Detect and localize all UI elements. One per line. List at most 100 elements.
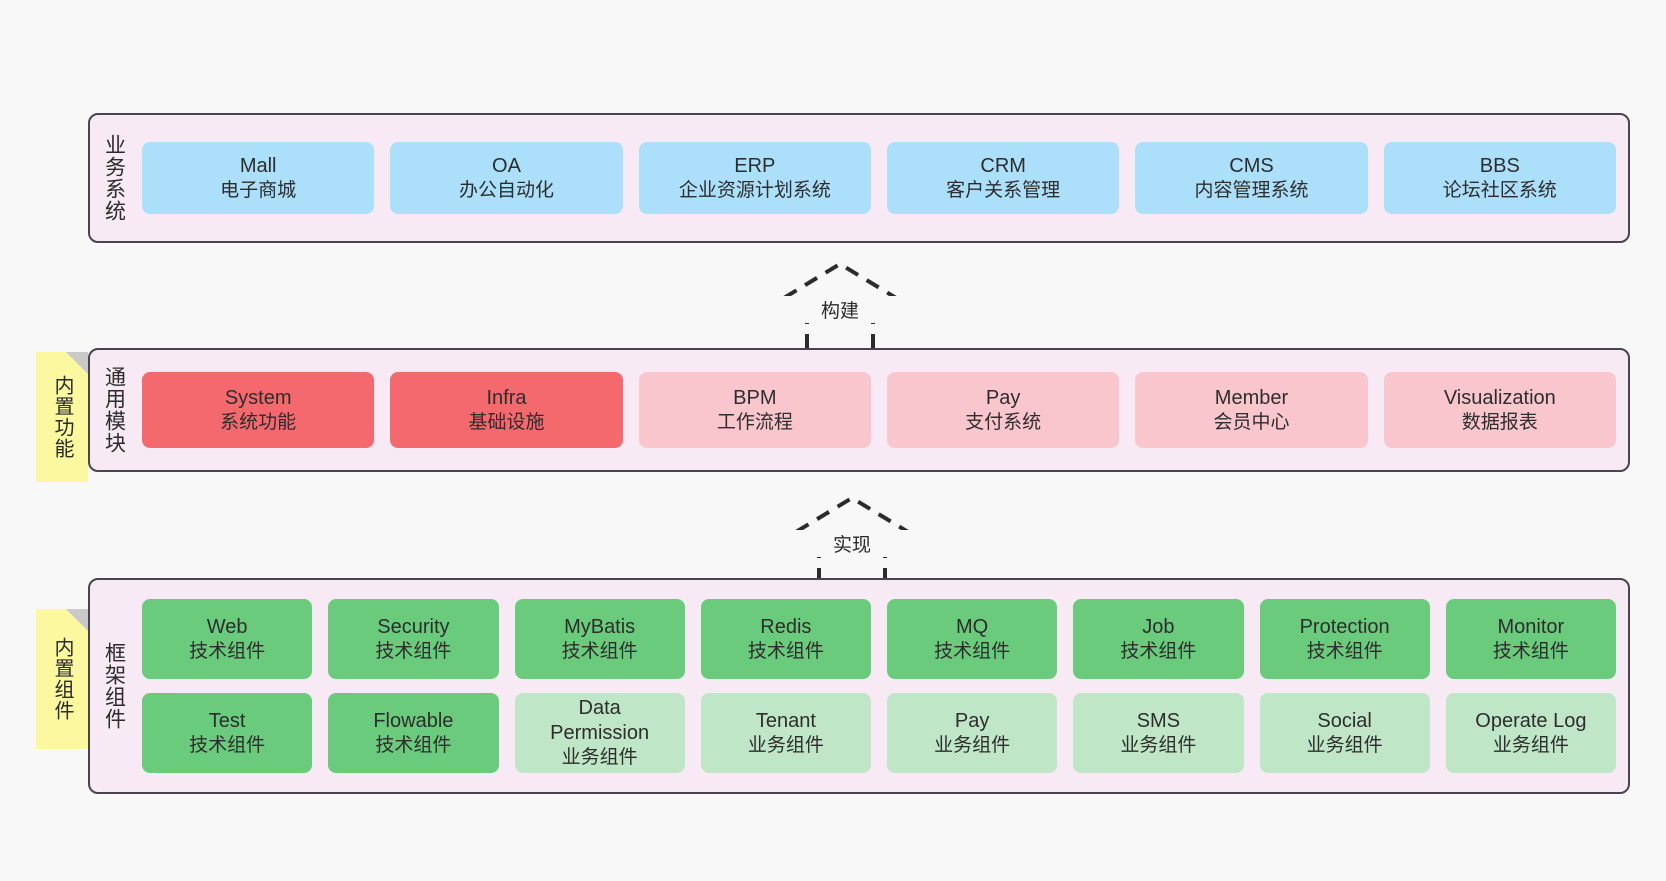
node-title: Member — [1214, 386, 1289, 409]
node-test[interactable]: Test 技术组件 — [142, 693, 313, 773]
node-visualization[interactable]: Visualization 数据报表 — [1383, 372, 1616, 448]
node-subtitle: 业务组件 — [1492, 734, 1569, 756]
node-subtitle: 技术组件 — [1120, 640, 1197, 662]
layer-row: Mall 电子商城 OA 办公自动化 ERP 企业资源计划系统 CRM 客户关系… — [142, 142, 1616, 214]
node-protection[interactable]: Protection 技术组件 — [1259, 599, 1430, 679]
node-subtitle: 论坛社区系统 — [1442, 179, 1557, 201]
node-oa[interactable]: OA 办公自动化 — [390, 142, 623, 214]
node-social[interactable]: Social 业务组件 — [1259, 693, 1430, 773]
node-pay[interactable]: Pay 支付系统 — [886, 372, 1120, 448]
connector-label: 实现 — [772, 530, 932, 557]
node-title: Operate Log — [1475, 709, 1587, 732]
layer-title-common-module: 通用模块 — [102, 366, 126, 454]
node-flowable[interactable]: Flowable 技术组件 — [328, 693, 499, 773]
node-title: CMS — [1229, 154, 1274, 177]
node-title: Job — [1142, 615, 1175, 638]
layer-row: Test 技术组件 Flowable 技术组件 Data Permission … — [142, 693, 1616, 773]
node-title: MyBatis — [564, 615, 636, 638]
node-subtitle: 会员中心 — [1213, 411, 1290, 433]
node-subtitle: 业务组件 — [561, 747, 638, 769]
node-cms[interactable]: CMS 内容管理系统 — [1135, 142, 1368, 214]
node-subtitle: 技术组件 — [561, 640, 638, 662]
node-subtitle: 内容管理系统 — [1194, 179, 1309, 201]
node-redis[interactable]: Redis 技术组件 — [700, 599, 871, 679]
node-sms[interactable]: SMS 业务组件 — [1073, 693, 1244, 773]
node-mybatis[interactable]: MyBatis 技术组件 — [514, 599, 685, 679]
node-title: Mall — [239, 154, 277, 177]
layer-body-business-system: Mall 电子商城 OA 办公自动化 ERP 企业资源计划系统 CRM 客户关系… — [138, 115, 1628, 241]
node-title: OA — [492, 154, 521, 177]
node-pay-component[interactable]: Pay 业务组件 — [887, 693, 1058, 773]
node-title: BPM — [733, 386, 777, 409]
node-subtitle: 数据报表 — [1461, 411, 1538, 433]
layer-title-business-system: 业务系统 — [102, 134, 126, 222]
node-title: Monitor — [1497, 615, 1565, 638]
node-subtitle: 技术组件 — [1492, 640, 1569, 662]
node-title: Flowable — [373, 709, 454, 732]
node-subtitle: 客户关系管理 — [946, 179, 1061, 201]
node-subtitle: 工作流程 — [716, 411, 793, 433]
layer-common-module[interactable]: 通用模块 System 系统功能 Infra 基础设施 BPM 工作流程 Pay… — [88, 348, 1630, 472]
node-title: Web — [206, 615, 248, 638]
node-title: Data Permission — [550, 697, 650, 745]
node-job[interactable]: Job 技术组件 — [1073, 599, 1244, 679]
node-operate-log[interactable]: Operate Log 业务组件 — [1445, 693, 1616, 773]
layer-row: Web 技术组件 Security 技术组件 MyBatis 技术组件 Redi… — [142, 599, 1616, 679]
node-bpm[interactable]: BPM 工作流程 — [638, 372, 871, 448]
node-subtitle: 业务组件 — [1306, 734, 1383, 756]
layer-framework-component[interactable]: 框架组件 Web 技术组件 Security 技术组件 MyBatis 技术组件… — [88, 578, 1630, 794]
node-subtitle: 技术组件 — [375, 640, 452, 662]
node-title: ERP — [734, 154, 776, 177]
node-title: BBS — [1479, 154, 1520, 177]
node-mall[interactable]: Mall 电子商城 — [142, 142, 375, 214]
sticky-note-label: 内置组件 — [51, 637, 73, 721]
connector-label: 构建 — [760, 296, 920, 323]
generalization-arrow-icon — [774, 495, 930, 588]
node-title: Tenant — [755, 709, 816, 732]
node-subtitle: 电子商城 — [220, 179, 297, 201]
node-subtitle: 办公自动化 — [458, 179, 554, 201]
node-subtitle: 技术组件 — [189, 734, 266, 756]
node-title: System — [224, 386, 292, 409]
node-tenant[interactable]: Tenant 业务组件 — [700, 693, 871, 773]
node-subtitle: 企业资源计划系统 — [678, 179, 831, 201]
node-subtitle: 业务组件 — [934, 734, 1011, 756]
layer-row: System 系统功能 Infra 基础设施 BPM 工作流程 Pay 支付系统… — [142, 372, 1616, 448]
node-title: Social — [1317, 709, 1372, 732]
sticky-note-builtin-function[interactable]: 内置功能 — [36, 352, 88, 482]
node-infra[interactable]: Infra 基础设施 — [390, 372, 623, 448]
node-crm[interactable]: CRM 客户关系管理 — [886, 142, 1120, 214]
sticky-note-builtin-component[interactable]: 内置组件 — [36, 609, 88, 749]
generalization-arrow-icon — [762, 261, 918, 354]
node-subtitle: 基础设施 — [468, 411, 545, 433]
layer-business-system[interactable]: 业务系统 Mall 电子商城 OA 办公自动化 ERP 企业资源计划系统 CRM… — [88, 113, 1630, 243]
node-monitor[interactable]: Monitor 技术组件 — [1445, 599, 1616, 679]
folded-corner-icon — [66, 352, 88, 374]
node-security[interactable]: Security 技术组件 — [328, 599, 499, 679]
node-erp[interactable]: ERP 企业资源计划系统 — [638, 142, 871, 214]
node-subtitle: 支付系统 — [965, 411, 1042, 433]
layer-body-common-module: System 系统功能 Infra 基础设施 BPM 工作流程 Pay 支付系统… — [138, 350, 1628, 470]
node-title: Security — [377, 615, 450, 638]
connector-build: 构建 — [760, 258, 920, 354]
layer-body-framework-component: Web 技术组件 Security 技术组件 MyBatis 技术组件 Redi… — [138, 580, 1628, 792]
node-subtitle: 系统功能 — [220, 411, 297, 433]
node-title: Visualization — [1443, 386, 1556, 409]
node-web[interactable]: Web 技术组件 — [142, 599, 313, 679]
node-mq[interactable]: MQ 技术组件 — [887, 599, 1058, 679]
node-title: Infra — [486, 386, 527, 409]
node-system[interactable]: System 系统功能 — [142, 372, 375, 448]
node-member[interactable]: Member 会员中心 — [1135, 372, 1368, 448]
node-bbs[interactable]: BBS 论坛社区系统 — [1383, 142, 1616, 214]
folded-corner-icon — [66, 609, 88, 631]
node-subtitle: 技术组件 — [375, 734, 452, 756]
node-title: MQ — [956, 615, 989, 638]
node-subtitle: 技术组件 — [747, 640, 824, 662]
layer-title-framework-component: 框架组件 — [102, 642, 126, 730]
node-subtitle: 业务组件 — [1120, 734, 1197, 756]
connector-implement: 实现 — [772, 492, 932, 588]
node-subtitle: 业务组件 — [747, 734, 824, 756]
node-data-permission[interactable]: Data Permission 业务组件 — [514, 693, 685, 773]
node-title: Redis — [760, 615, 812, 638]
